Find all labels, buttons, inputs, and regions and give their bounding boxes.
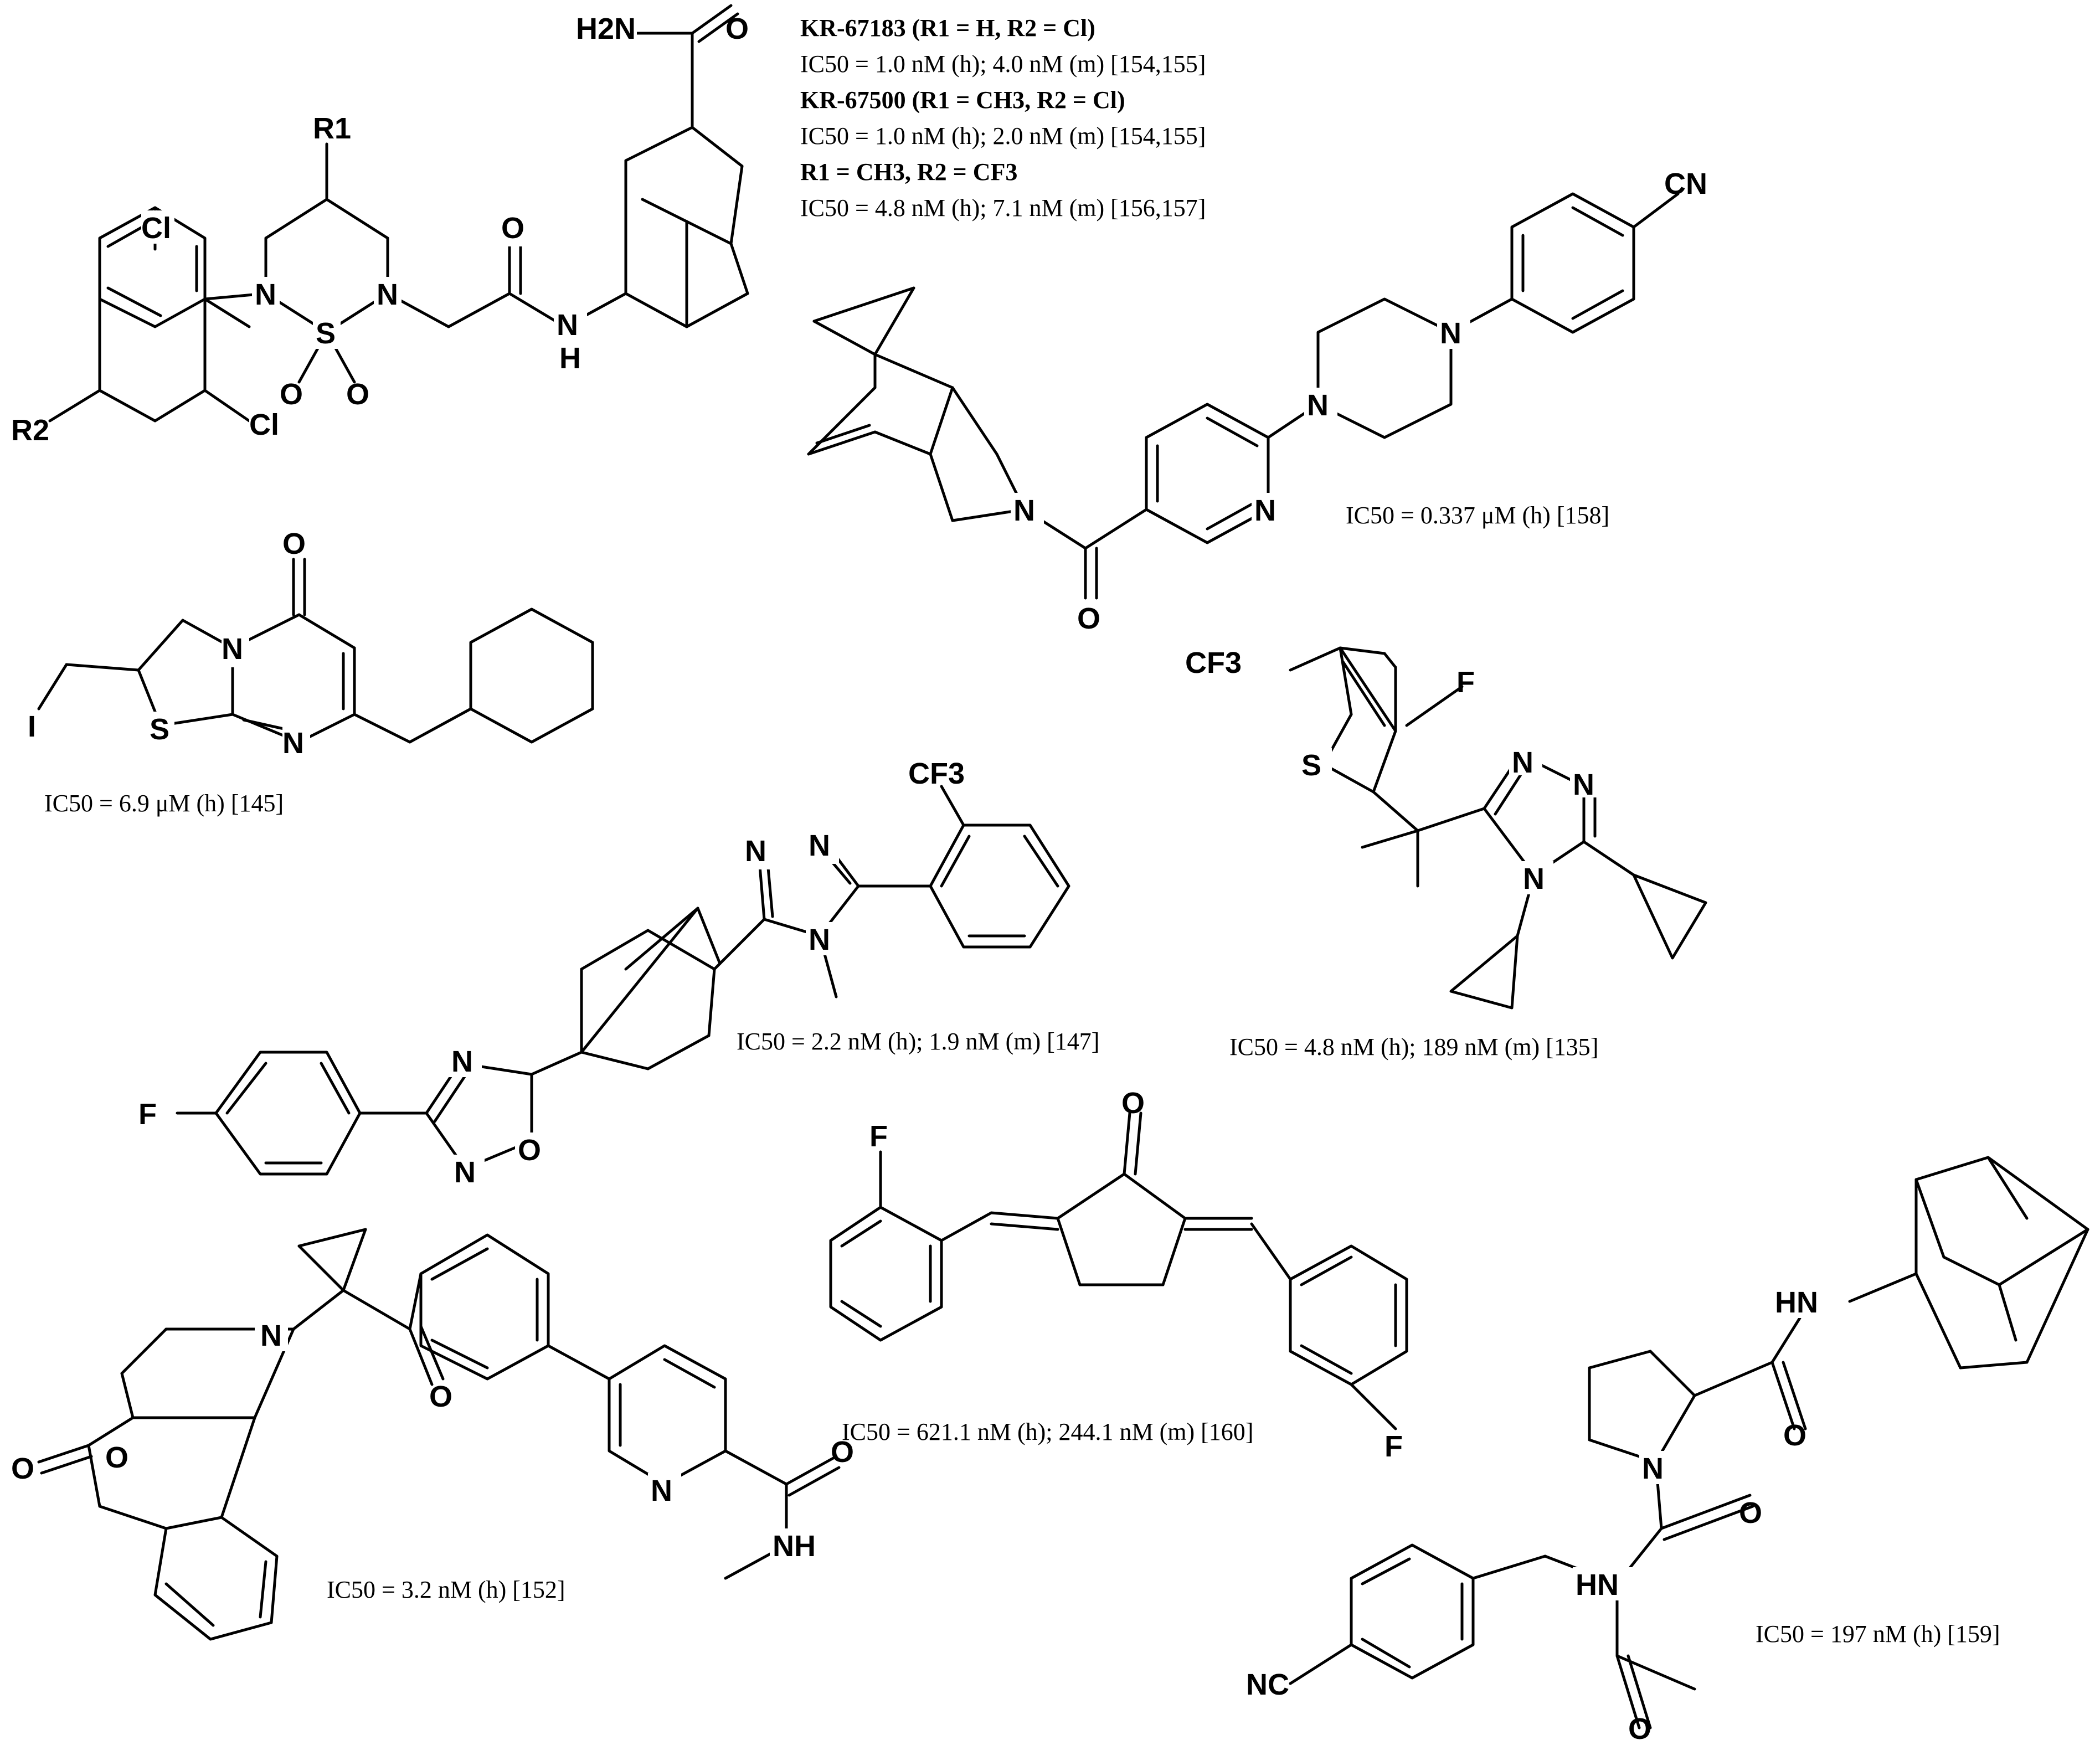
compound-proline-adamantyl-amide-structure: HN O N O HN O NC IC50 = 197 nM (h) [159]	[1246, 1156, 2089, 1740]
atom-cf3: CF3	[1185, 646, 1242, 679]
atom-h: H	[559, 342, 581, 375]
ic50-value: IC50 = 0.337 μM (h) [158]	[1346, 502, 1609, 529]
atom-o: O	[725, 12, 749, 45]
compound-thiazolopyrimidinone-structure: O N N S I IC50 = 6.9 μM (h) [145]	[28, 527, 594, 817]
atom-o: O	[282, 527, 306, 560]
compound-name: KR-67183 (R1 = H, R2 = Cl)	[800, 14, 1095, 42]
atom-s: S	[150, 713, 169, 746]
ic50-value: IC50 = 2.2 nM (h); 1.9 nM (m) [147]	[737, 1028, 1099, 1055]
atom-n: N	[1440, 317, 1461, 350]
atom-s: S	[316, 317, 336, 350]
atom-i: I	[28, 710, 36, 743]
atom-o: O	[1121, 1087, 1145, 1120]
atom-o: O	[1783, 1419, 1806, 1452]
atom-nh: NH	[773, 1530, 816, 1563]
atom-n: N	[1523, 862, 1545, 895]
atom-cl: Cl	[249, 408, 279, 441]
atom-hn: HN	[1775, 1286, 1818, 1319]
atom-n: N	[651, 1474, 672, 1507]
atom-s: S	[1301, 749, 1321, 782]
atom-f: F	[1456, 666, 1475, 699]
compound-piperazine-cyanophenyl-structure: N O N N N CN IC50 = 0.337 μM (h) [158]	[807, 167, 1707, 635]
ic50-value: IC50 = 4.8 nM (h); 189 nM (m) [135]	[1229, 1033, 1598, 1061]
atom-n: N	[1013, 494, 1035, 527]
atom-o: O	[1077, 602, 1100, 635]
ic50-value: IC50 = 1.0 nM (h); 2.0 nM (m) [154,155]	[800, 122, 1206, 150]
atom-n: N	[809, 829, 830, 862]
atom-o: O	[346, 378, 369, 411]
atom-o: O	[280, 378, 303, 411]
atom-cl: Cl	[141, 212, 171, 245]
atom-n: N	[222, 632, 243, 666]
substituent-r1: R1	[313, 112, 351, 145]
atom-n: N	[1573, 768, 1594, 801]
atom-o: O	[1739, 1496, 1762, 1530]
compound-name: KR-67500 (R1 = CH3, R2 = Cl)	[800, 86, 1125, 114]
atom-n: N	[260, 1319, 282, 1352]
ic50-value: IC50 = 3.2 nM (h) [152]	[327, 1576, 565, 1603]
atom-n: N	[745, 835, 766, 868]
ic50-value: IC50 = 621.1 nM (h); 244.1 nM (m) [160]	[842, 1418, 1253, 1445]
atom-o: O	[11, 1452, 34, 1485]
atom-n: N	[255, 278, 276, 311]
ic50-value: IC50 = 1.0 nM (h); 4.0 nM (m) [154,155]	[800, 50, 1206, 78]
ic50-value: IC50 = 4.8 nM (h); 7.1 nM (m) [156,157]	[800, 194, 1206, 222]
ic50-value: IC50 = 6.9 μM (h) [145]	[44, 790, 284, 817]
atom-nc: NC	[1246, 1668, 1289, 1701]
atom-f: F	[869, 1120, 888, 1153]
atom-f: F	[1384, 1430, 1403, 1463]
atom-n: N	[1307, 389, 1329, 422]
atom-n: N	[1254, 494, 1276, 527]
compound-spiro-pyridine-amide-structure: N O O O N O NH IC50 = 3.2 nM (h) [152]	[11, 1228, 854, 1641]
atom-n: N	[1512, 746, 1533, 779]
atom-o: O	[1628, 1712, 1651, 1740]
atom-n: N	[451, 1045, 473, 1078]
atom-cn: CN	[1664, 167, 1707, 200]
atom-f: F	[138, 1098, 157, 1131]
atom-n: N	[557, 308, 578, 342]
compound-kr-series-captions: KR-67183 (R1 = H, R2 = Cl) IC50 = 1.0 nM…	[800, 14, 1206, 222]
compound-thiophene-triazole-structure: CF3 F S N N N IC50 = 4.8 nM (h); 189 nM …	[1185, 646, 1707, 1061]
compound-kr-series-structure: Cl Cl R2 R1 N N S O O O N H H2N O	[11, 4, 749, 447]
atom-n: N	[282, 727, 304, 760]
atom-o: O	[429, 1380, 452, 1413]
atom-hn: HN	[1576, 1568, 1619, 1602]
compound-name: R1 = CH3, R2 = CF3	[800, 158, 1017, 186]
atom-n: N	[377, 278, 398, 311]
substituent-r2: R2	[11, 414, 49, 447]
compound-triazole-bicyclooctane-structure: F N N O N N N CF3 IC50 = 2.2 nM (h); 1.9…	[138, 757, 1099, 1189]
atom-n: N	[454, 1156, 476, 1189]
atom-h2n: H2N	[576, 12, 636, 45]
atom-n: N	[1642, 1452, 1664, 1485]
compound-bis-benzylidene-cyclopentanone-structure: F O F IC50 = 621.1 nM (h); 244.1 nM (m) …	[829, 1087, 1408, 1463]
atom-n: N	[809, 923, 830, 956]
atom-o: O	[831, 1435, 854, 1469]
atom-o: O	[518, 1134, 541, 1167]
atom-o: O	[105, 1441, 128, 1474]
ic50-value: IC50 = 197 nM (h) [159]	[1756, 1620, 2000, 1648]
atom-cf3: CF3	[908, 757, 965, 790]
atom-o: O	[501, 212, 524, 245]
